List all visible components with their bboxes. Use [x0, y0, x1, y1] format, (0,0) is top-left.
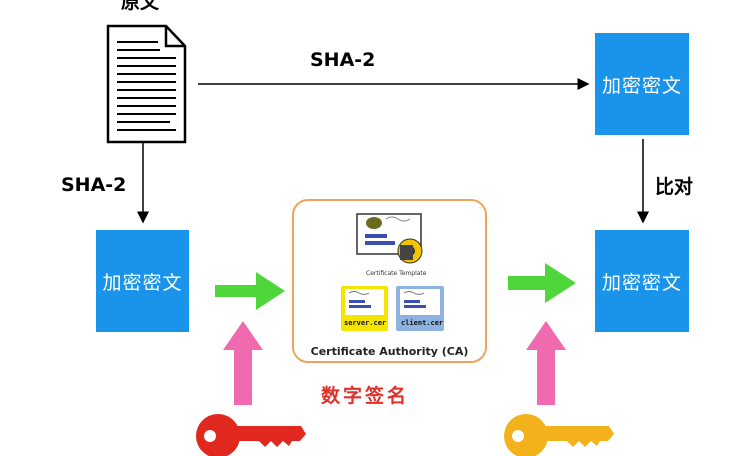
ca-title: Certificate Authority (CA) — [310, 345, 469, 358]
document-icon — [106, 24, 187, 144]
cipher-box-right: 加密密文 — [595, 230, 689, 332]
green-arrow-right — [508, 263, 576, 303]
client-cert-icon — [396, 286, 444, 331]
template-caption: Certificate Template — [366, 270, 427, 277]
ca-panel: Certificate Template server.cer client.c… — [292, 199, 487, 363]
cipher-box-left: 加密密文 — [96, 230, 189, 332]
certificate-template-icon — [356, 213, 423, 264]
pink-arrow-left — [223, 321, 263, 405]
server-cert-icon — [341, 286, 388, 331]
client-cert-label: client.cer — [401, 319, 444, 327]
pink-arrow-right — [526, 321, 566, 405]
yellow-key-icon — [504, 414, 614, 456]
server-cert-label: server.cer — [344, 319, 387, 327]
ca-graphics — [341, 213, 444, 331]
hash-top-label: SHA-2 — [310, 49, 376, 71]
green-arrow-left — [215, 272, 285, 310]
cipher-box-top-right: 加密密文 — [595, 33, 689, 135]
signature-label: 数字签名 — [320, 385, 409, 407]
compare-label: 比对 — [655, 176, 694, 198]
red-key-icon — [196, 414, 306, 456]
original-doc-label: 原文 — [121, 0, 160, 13]
hash-left-label: SHA-2 — [61, 174, 127, 196]
